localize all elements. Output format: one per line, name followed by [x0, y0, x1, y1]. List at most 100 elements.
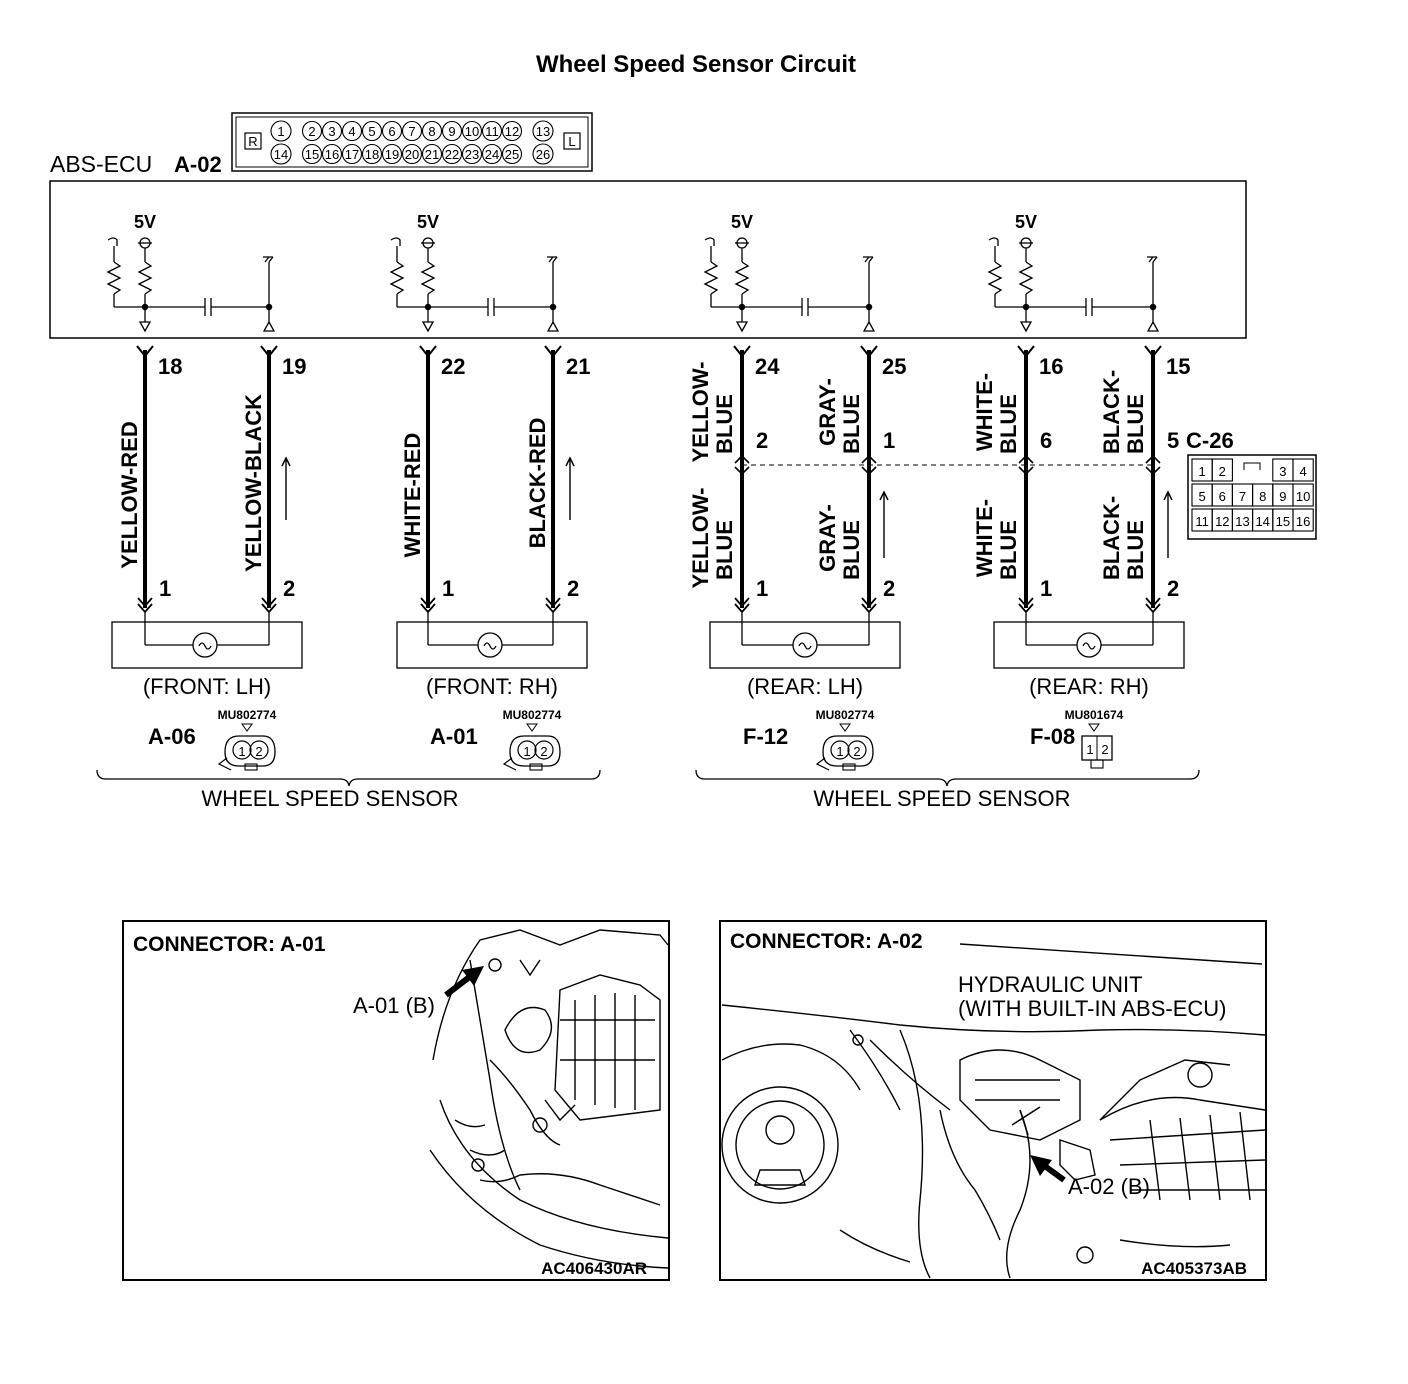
- sensor-connector-code: A-01: [430, 724, 478, 749]
- sensor-part-number: MU802774: [816, 708, 875, 722]
- photo-a01-title: CONNECTOR: A-01: [133, 933, 326, 956]
- photo-a02-callout-abs-ecu: (WITH BUILT-IN ABS-ECU): [958, 996, 1227, 1021]
- ecu-input-circuit: [703, 237, 876, 333]
- ecu-pin-bottom: 20: [405, 147, 419, 162]
- group-label-front: WHEEL SPEED SENSOR: [201, 786, 458, 811]
- supply-5v-label: 5V: [731, 212, 753, 232]
- junction-pin-number: 1: [883, 428, 895, 453]
- ecu-side-r: R: [248, 134, 257, 149]
- ecu-connector-code: A-02: [174, 152, 222, 177]
- connector-face-icon: [509, 735, 561, 767]
- ecu-pin-number: 21: [566, 354, 590, 379]
- junction-cavity: 4: [1299, 464, 1306, 479]
- ecu-pin-number: 15: [1166, 354, 1190, 379]
- junction-cavity: 16: [1296, 514, 1310, 529]
- ecu-pin-number: 19: [282, 354, 306, 379]
- diagram-title: Wheel Speed Sensor Circuit: [536, 51, 856, 78]
- ecu-pin-bottom: 26: [536, 147, 550, 162]
- wire-color-label: YELLOW-BLACK: [241, 394, 266, 572]
- ecu-pin-top: 7: [408, 124, 415, 139]
- ecu-pin-number: 24: [755, 354, 780, 379]
- wire-color-label: YELLOW-RED: [117, 421, 142, 568]
- ecu-pin-bottom: 22: [445, 147, 459, 162]
- ecu-pin-top: 5: [368, 124, 375, 139]
- ecu-pin-number: 22: [441, 354, 465, 379]
- ecu-label: ABS-ECU: [50, 151, 152, 177]
- junction-cavity: 1: [1198, 464, 1205, 479]
- photo-a02-code: AC405373AB: [1141, 1259, 1247, 1278]
- sensor-pin-number: 2: [883, 576, 895, 601]
- wire-color-label: BLACK-RED: [525, 418, 550, 549]
- sensor-position-label: (FRONT: LH): [143, 674, 271, 699]
- junction-cavity: 5: [1198, 489, 1205, 504]
- wire-color-label: GRAY-: [815, 378, 840, 446]
- wire-color-label: WHITE-: [972, 373, 997, 451]
- ecu-input-circuit: [987, 237, 1160, 333]
- sensor-position-label: (REAR: LH): [747, 674, 863, 699]
- ecu-pin-bottom: 16: [325, 147, 339, 162]
- junction-cavity: 13: [1235, 514, 1249, 529]
- ecu-pin-bottom: 25: [505, 147, 519, 162]
- ecu-pin-bottom: 23: [465, 147, 479, 162]
- sensor-pin-number: 1: [442, 576, 454, 601]
- wire-color-label: BLUE: [712, 394, 737, 454]
- ecu-pin-bottom: 18: [365, 147, 379, 162]
- sensor-part-number: MU802774: [218, 708, 277, 722]
- ecu-pin-bottom: 24: [485, 147, 499, 162]
- ecu-pin-top: 8: [428, 124, 435, 139]
- ecu-pin-top: 11: [485, 124, 499, 139]
- group-label-rear: WHEEL SPEED SENSOR: [813, 786, 1070, 811]
- junction-cavity: 11: [1195, 514, 1209, 529]
- sensor-connector-code: F-12: [743, 724, 788, 749]
- junction-cavity: 14: [1255, 514, 1269, 529]
- connector-pin: 1: [523, 744, 530, 759]
- ecu-pin-top: 10: [465, 124, 479, 139]
- ecu-pin-bottom: 14: [274, 147, 288, 162]
- wire-color-label: YELLOW-: [688, 488, 713, 589]
- wheel-speed-sensor: [993, 612, 1185, 669]
- connector-face-icon: [224, 735, 276, 767]
- engine-bay-illustration-a01: [429, 929, 669, 1269]
- wire-color-label: BLUE: [996, 394, 1021, 454]
- group-braces: [96, 769, 1200, 787]
- sensor-connector-code: A-06: [148, 724, 196, 749]
- ecu-pin-top: 1: [277, 124, 284, 139]
- wheel-speed-sensor: [709, 612, 901, 669]
- sensor-part-number: MU802774: [503, 708, 562, 722]
- ecu-pin-top: 4: [348, 124, 355, 139]
- ecu-pin-number: 25: [882, 354, 906, 379]
- engine-bay-illustration-a02: [721, 1004, 1266, 1279]
- photo-a02-callout-connector: A-02 (B): [1068, 1174, 1150, 1199]
- ecu-input-circuit: [106, 237, 276, 333]
- connector-pin: 2: [1101, 742, 1108, 757]
- wire-color-label: BLUE: [712, 520, 737, 580]
- sensor-part-number: MU801674: [1065, 708, 1124, 722]
- junction-cavity: 12: [1215, 514, 1229, 529]
- junction-cavity: 2: [1219, 464, 1226, 479]
- wire-color-label: BLUE: [996, 520, 1021, 580]
- connector-face-icon: [822, 735, 874, 767]
- ecu-input-circuit: [389, 237, 560, 333]
- wire-color-label: BLUE: [839, 394, 864, 454]
- photo-panel-a02: CONNECTOR: A-02 HYDRAULIC UNIT (WITH BUI…: [719, 920, 1267, 1281]
- connector-pin: 2: [255, 744, 262, 759]
- ecu-pin-top: 6: [388, 124, 395, 139]
- wire-color-label: BLUE: [839, 520, 864, 580]
- wheel-speed-sensor: [111, 612, 303, 669]
- junction-cavity: 15: [1276, 514, 1290, 529]
- ecu-side-l: L: [568, 134, 575, 149]
- ecu-pin-top: 12: [505, 124, 519, 139]
- wire-color-label: BLACK-: [1099, 496, 1124, 580]
- ecu-pin-bottom: 21: [425, 147, 439, 162]
- ecu-pin-top: 2: [308, 124, 315, 139]
- ecu-pin-bottom: 19: [385, 147, 399, 162]
- sensor-pin-number: 1: [756, 576, 768, 601]
- sensor-position-label: (REAR: RH): [1029, 674, 1149, 699]
- photo-a01-callout: A-01 (B): [353, 993, 435, 1018]
- sensor-pin-number: 2: [567, 576, 579, 601]
- sensor-pin-number: 2: [283, 576, 295, 601]
